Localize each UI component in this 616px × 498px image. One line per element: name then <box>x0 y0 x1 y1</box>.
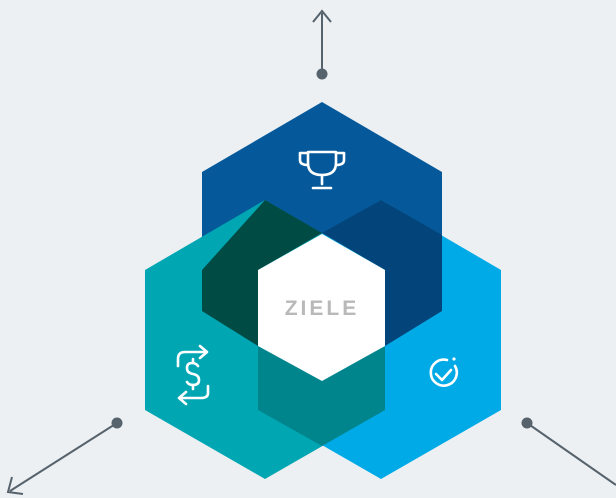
connector-top <box>312 9 332 80</box>
clock-check-icon <box>429 357 459 387</box>
connector-top-dot <box>316 68 328 80</box>
connector-right-dot <box>521 417 533 429</box>
money-exchange-icon <box>176 344 210 406</box>
trophy-icon <box>298 150 346 190</box>
overlap-top-right <box>322 200 442 346</box>
overlap-left-right <box>258 346 385 446</box>
connector-left-line <box>9 422 118 492</box>
connector-left <box>6 417 123 495</box>
connector-right <box>521 417 616 486</box>
connector-left-dot <box>111 417 123 429</box>
connector-top-arrowhead <box>312 9 332 23</box>
center-hexagon <box>258 234 385 381</box>
connector-left-arrowhead <box>6 476 24 495</box>
connector-right-line <box>526 422 616 486</box>
center-label: ZIELE <box>285 297 360 320</box>
overlap-top-left <box>202 200 322 346</box>
